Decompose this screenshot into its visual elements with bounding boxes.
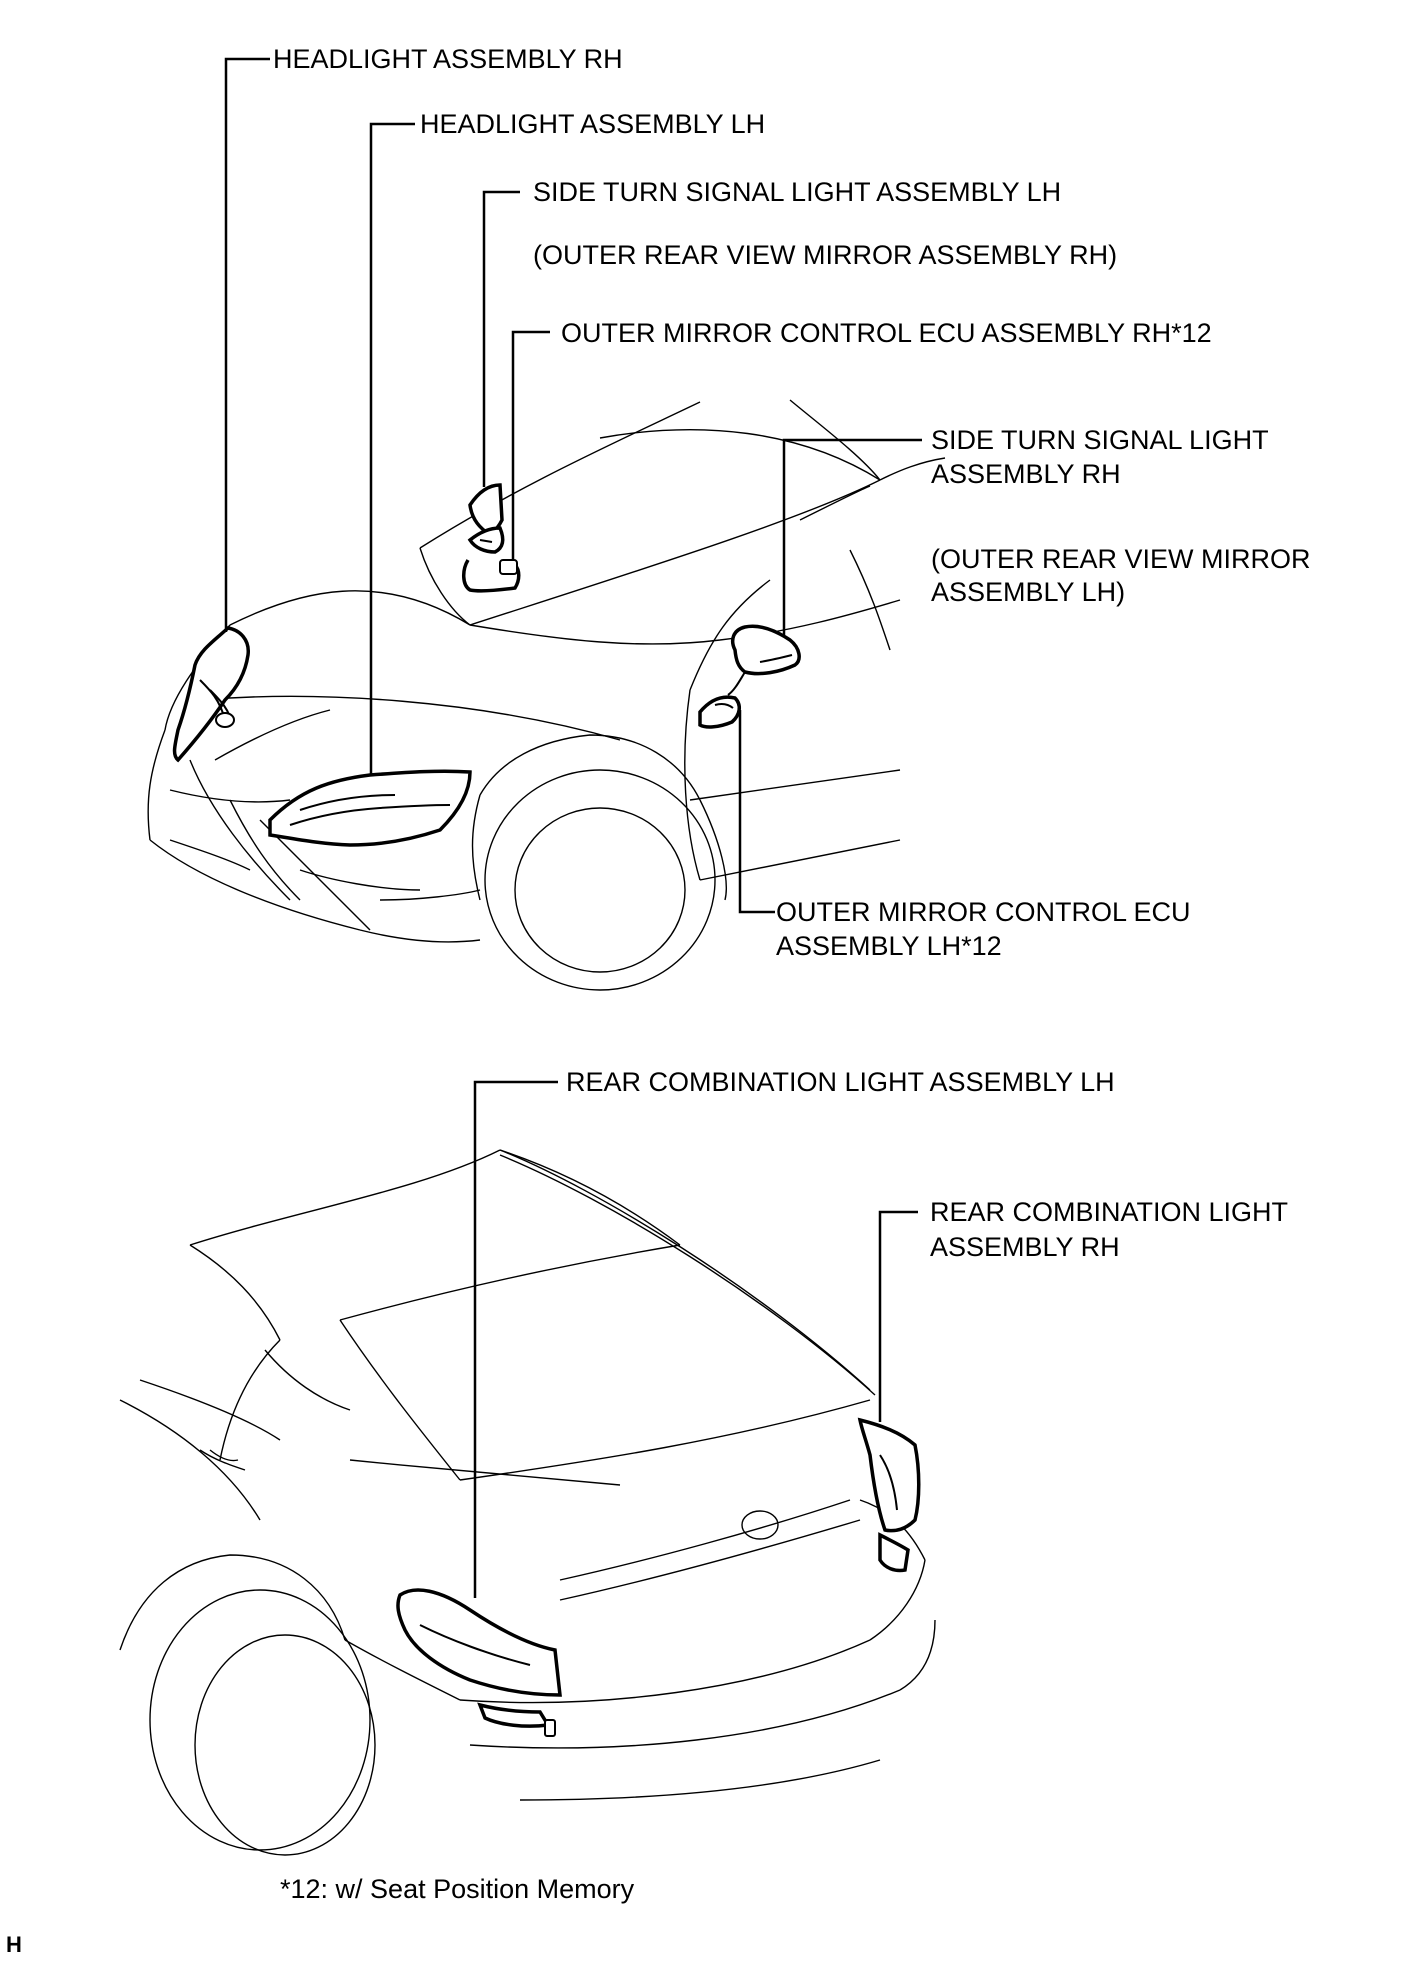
leader-rear-comb-lh	[473, 1080, 558, 1598]
component-labels: HEADLIGHT ASSEMBLY RH HEADLIGHT ASSEMBLY…	[273, 44, 1311, 1262]
leader-lines	[224, 57, 922, 1598]
label-rear-combination-light-lh: REAR COMBINATION LIGHT ASSEMBLY LH	[566, 1067, 1115, 1097]
label-side-turn-signal-rh-line2: ASSEMBLY RH	[931, 459, 1121, 489]
corner-mark: H	[6, 1932, 22, 1957]
label-mirror-ecu-rh: OUTER MIRROR CONTROL ECU ASSEMBLY RH*12	[561, 318, 1212, 348]
side-turn-signal-rh-part	[727, 624, 801, 696]
label-side-turn-signal-rh-sub-line2: ASSEMBLY LH)	[931, 577, 1125, 607]
label-rear-combination-light-rh-line1: REAR COMBINATION LIGHT	[930, 1197, 1288, 1227]
label-rear-combination-light-rh-line2: ASSEMBLY RH	[930, 1232, 1120, 1262]
label-mirror-ecu-lh-line1: OUTER MIRROR CONTROL ECU	[776, 897, 1191, 927]
rear-vehicle-illustration	[119, 1149, 936, 1856]
rear-combination-light-lh-part	[396, 1588, 562, 1737]
headlight-rh-part	[172, 626, 250, 763]
leader-headlight-rh	[224, 57, 270, 632]
footnote: *12: w/ Seat Position Memory	[280, 1874, 635, 1904]
mirror-ecu-rh-part	[462, 559, 521, 593]
label-headlight-assembly-rh: HEADLIGHT ASSEMBLY RH	[273, 44, 623, 74]
label-mirror-ecu-lh-line2: ASSEMBLY LH*12	[776, 931, 1002, 961]
leader-mirror-ecu-lh	[738, 710, 775, 914]
front-vehicle-illustration	[147, 399, 946, 991]
leader-side-turn-rh	[782, 438, 922, 636]
mirror-ecu-lh-part	[698, 695, 741, 729]
leader-side-turn-lh	[482, 190, 520, 487]
label-side-turn-signal-lh-sub: (OUTER REAR VIEW MIRROR ASSEMBLY RH)	[533, 240, 1117, 270]
leader-headlight-lh	[369, 122, 415, 776]
rear-combination-light-rh-part	[857, 1417, 921, 1573]
leader-mirror-ecu-rh	[511, 330, 550, 560]
leader-rear-comb-rh	[878, 1210, 918, 1422]
headlight-lh-part	[268, 769, 472, 847]
label-side-turn-signal-lh: SIDE TURN SIGNAL LIGHT ASSEMBLY LH	[533, 177, 1061, 207]
side-turn-signal-lh-part	[467, 483, 505, 554]
label-headlight-assembly-lh: HEADLIGHT ASSEMBLY LH	[420, 109, 765, 139]
label-side-turn-signal-rh-sub-line1: (OUTER REAR VIEW MIRROR	[931, 544, 1311, 574]
label-side-turn-signal-rh-line1: SIDE TURN SIGNAL LIGHT	[931, 425, 1269, 455]
